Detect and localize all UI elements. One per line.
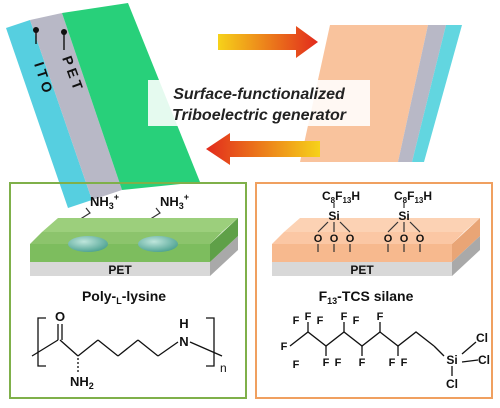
f-atom-10: F: [359, 357, 366, 369]
ito-layer-right: [412, 25, 462, 162]
f13-tcs-structure: [289, 322, 479, 376]
amine-label-2: NH: [160, 194, 179, 209]
o-label-1c: O: [346, 233, 355, 245]
tcs-si: Si: [446, 353, 457, 367]
f-atom-5: F: [317, 315, 324, 327]
green-tribo-layer: [62, 3, 200, 190]
f-atom-2: F: [293, 315, 300, 327]
right-substrate-label: PET: [350, 263, 374, 277]
poly-lysine-structure: [31, 317, 223, 372]
left-material-name: Poly-L-lysine: [82, 288, 166, 306]
left-material-pre: Poly-: [82, 288, 117, 304]
f-atom-6: F: [323, 357, 330, 369]
pet-layer-left: [30, 13, 122, 200]
nh2-sub: 2: [89, 381, 94, 391]
cl-atom-3: Cl: [446, 377, 458, 391]
left-substrate-slab: PET: [30, 218, 238, 277]
chain2-c: C: [394, 189, 403, 203]
right-material-post: -TCS silane: [337, 288, 413, 304]
svg-text:NH3+: NH3+: [90, 192, 119, 211]
chain-label-2: C8F13H: [394, 189, 432, 205]
f-atom-8: F: [341, 311, 348, 323]
left-material-sub: L: [116, 296, 122, 306]
left-substrate-label: PET: [108, 263, 132, 277]
amide-h: H: [179, 316, 188, 331]
si-label-1: Si: [328, 209, 339, 223]
f-atom-13: F: [401, 357, 408, 369]
f-atom-4: F: [305, 311, 312, 323]
amine-sup-2: +: [184, 192, 189, 202]
chain1-f: F: [335, 189, 342, 203]
pet-terminal-icon: [61, 29, 67, 35]
chain-label-1: C8F13H: [322, 189, 360, 205]
f-atom-1: F: [281, 341, 288, 353]
amide-n: N: [179, 334, 188, 349]
amine-label-1: NH: [90, 194, 109, 209]
o-label-2c: O: [416, 233, 425, 245]
cl-atom-2: Cl: [478, 353, 490, 367]
o-label-2b: O: [400, 233, 409, 245]
repeat-n: n: [220, 361, 227, 375]
ito-layer: [6, 20, 92, 208]
chain1-sub2: 13: [342, 196, 351, 205]
title-line-2: Triboelectric generator: [172, 107, 347, 124]
amine-sup-1: +: [114, 192, 119, 202]
silane-anchor-2: [387, 203, 421, 252]
right-panel: C8F13H C8F13H PET: [255, 182, 493, 399]
f-atom-11: F: [377, 311, 384, 323]
left-material-post: -lysine: [122, 288, 167, 304]
chain2-h: H: [423, 189, 432, 203]
f-atom-12: F: [389, 357, 396, 369]
device-title: Surface-functionalized Triboelectric gen…: [148, 80, 370, 126]
chain2-sub1: 8: [403, 196, 408, 205]
o-label-1b: O: [330, 233, 339, 245]
ito-terminal-icon: [33, 27, 39, 33]
nh2-label: NH: [70, 374, 89, 389]
si-label-2: Si: [398, 209, 409, 223]
left-panel: NH3+ NH3+ PET Poly-L-lysine: [9, 182, 247, 399]
side-chain-nh2: NH2: [70, 374, 94, 391]
right-material-name: F13-TCS silane: [319, 288, 414, 306]
chain2-f: F: [407, 189, 414, 203]
cl-atom-1: Cl: [476, 331, 488, 345]
o-label-1a: O: [314, 233, 323, 245]
lysine-bead-2: [138, 236, 178, 252]
right-substrate-slab: PET: [272, 218, 480, 277]
arrow-right-icon: [218, 26, 318, 58]
title-line-1: Surface-functionalized: [173, 86, 346, 103]
arrow-left-icon: [206, 133, 320, 165]
chain1-sub1: 8: [331, 196, 336, 205]
o-label-2a: O: [384, 233, 393, 245]
silane-anchor-1: [317, 203, 351, 252]
chain1-h: H: [351, 189, 360, 203]
right-material-pre: F: [319, 288, 328, 304]
amine-sub-2: 3: [179, 201, 184, 211]
chain2-sub2: 13: [414, 196, 423, 205]
svg-text:NH3+: NH3+: [160, 192, 189, 211]
lysine-bead-1: [68, 236, 108, 252]
right-material-sub: 13: [327, 296, 337, 306]
pet-layer-right: [398, 25, 446, 162]
f-atom-9: F: [353, 315, 360, 327]
f-atom-7: F: [335, 357, 342, 369]
amine-sub-1: 3: [109, 201, 114, 211]
left-electrode-stack: I T O P E T: [6, 3, 200, 208]
carbonyl-o: O: [55, 309, 65, 324]
f-atom-3: F: [293, 359, 300, 371]
chain1-c: C: [322, 189, 331, 203]
